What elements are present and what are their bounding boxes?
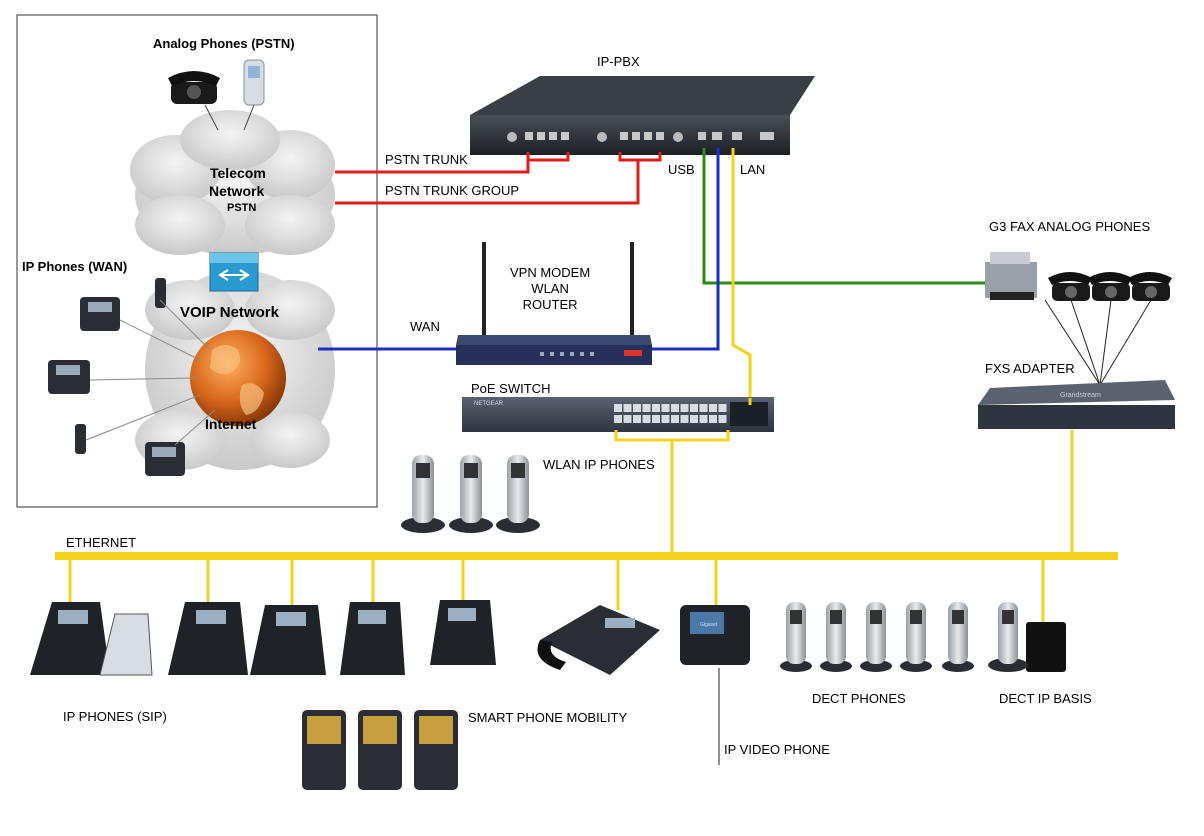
wlan-ip-phones-label: WLAN IP PHONES: [543, 457, 655, 472]
sip-phone-icon: [430, 600, 496, 665]
ip-video-phone-label: IP VIDEO PHONE: [724, 742, 830, 757]
switch-port: [633, 404, 641, 412]
switch-port: [652, 415, 660, 423]
ethernet-label: ETHERNET: [66, 535, 137, 550]
desk-phone-icon: [537, 605, 660, 675]
analog-phones-label: Analog Phones (PSTN): [153, 36, 295, 51]
rotary-phone-icon: [1048, 272, 1092, 301]
switch-port: [661, 404, 670, 412]
wan-cordless-phone-icon: [155, 278, 166, 308]
poe-switch-label: PoE SWITCH: [471, 381, 551, 396]
switch-port: [642, 404, 651, 412]
network-label: Network: [209, 183, 265, 199]
switch-port: [690, 415, 698, 423]
sip-phone-icon: [340, 602, 405, 675]
fxs-adapter: [978, 380, 1175, 429]
g3-fax-label: G3 FAX ANALOG PHONES: [989, 219, 1151, 234]
dect-phone-icon: [900, 602, 932, 672]
switch-port: [652, 404, 660, 412]
switch-port: [623, 404, 632, 412]
smartphone-icon: [302, 710, 346, 790]
switch-port: [699, 415, 708, 423]
rotary-phone-icon: [1088, 272, 1132, 301]
gigaset-logo: Gigaset: [700, 622, 718, 628]
pstn-trunk-label: PSTN TRUNK: [385, 152, 468, 167]
wan-ip-phone-icon: [48, 360, 90, 394]
lan-label: LAN: [740, 162, 766, 177]
ip-phones-sip-label: IP PHONES (SIP): [63, 709, 167, 724]
wan-cordless-phone-icon: [75, 424, 86, 454]
fxs-adapter-label: FXS ADAPTER: [985, 361, 1075, 376]
switch-port: [671, 415, 679, 423]
rotary-phone-icon: [1128, 272, 1172, 301]
smart-phone-label: SMART PHONE MOBILITY: [468, 710, 628, 725]
smartphone-icon: [358, 710, 402, 790]
dect-ip-basis-label: DECT IP BASIS: [999, 691, 1092, 706]
dect-base-station-icon: [988, 602, 1066, 672]
vpn-router-label: VPN MODEM WLAN ROUTER: [510, 265, 591, 312]
switch-port: [633, 415, 641, 423]
switch-port: [709, 415, 717, 423]
lan-link: [731, 148, 752, 400]
mobile-phone-icon: [243, 59, 265, 106]
rotary-phone-icon: [168, 71, 220, 104]
dect-phone-icon: [780, 602, 812, 672]
sip-phone-icon: [250, 605, 326, 675]
voip-switch-icon: [209, 252, 259, 292]
switch-port: [671, 404, 679, 412]
voip-network-label: VOIP Network: [180, 304, 279, 321]
pstn-trunk-group-label: PSTN TRUNK GROUP: [385, 183, 520, 198]
telecom-network-cloud: [130, 110, 335, 255]
ip-pbx-label: IP-PBX: [597, 54, 640, 69]
switch-port: [709, 404, 717, 412]
netgear-logo: NETGEAR: [474, 401, 504, 407]
internet-label: Internet: [205, 416, 257, 432]
switch-port: [614, 415, 622, 423]
telecom-label: Telecom: [210, 165, 266, 181]
switch-port: [623, 415, 632, 423]
video-phone-icon: [680, 605, 750, 665]
globe-icon: [190, 330, 286, 426]
carrier-network-frame: [16, 14, 378, 508]
ip-phones-wan-label: IP Phones (WAN): [22, 259, 128, 274]
dect-phones-label: DECT PHONES: [812, 691, 906, 706]
smartphone-icon: [414, 710, 458, 790]
dect-phone-icon: [942, 602, 974, 672]
usb-link: [702, 148, 985, 285]
ip-pbx-device: [470, 76, 815, 155]
usb-label: USB: [668, 162, 695, 177]
switch-port: [718, 404, 727, 412]
switch-port: [680, 404, 689, 412]
poe-switch: [462, 397, 774, 432]
pstn-label: PSTN: [227, 202, 257, 214]
pstn-trunk-line: [335, 152, 662, 205]
wan-ip-phone-icon: [80, 297, 120, 331]
switch-port: [680, 415, 689, 423]
sip-phone-with-expansion-icon: [30, 602, 153, 676]
wlan-ip-phone-icon: [401, 455, 445, 533]
switch-port: [661, 415, 670, 423]
fax-machine-icon: [985, 252, 1037, 300]
dect-phone-icon: [820, 602, 852, 672]
sip-phone-icon: [168, 602, 248, 675]
wan-ip-phone-icon: [145, 442, 185, 476]
dect-phone-icon: [860, 602, 892, 672]
grandstream-logo: Grandstream: [1060, 392, 1101, 399]
switch-port: [614, 404, 622, 412]
wan-link-pbx: [652, 148, 720, 351]
switch-port: [642, 415, 651, 423]
switch-port: [718, 415, 727, 423]
switch-port: [690, 404, 698, 412]
wan-label: WAN: [410, 319, 440, 334]
wlan-ip-phone-icon: [449, 455, 493, 533]
wlan-ip-phone-icon: [496, 455, 540, 533]
switch-port: [699, 404, 708, 412]
vpn-wlan-router: [456, 242, 652, 365]
